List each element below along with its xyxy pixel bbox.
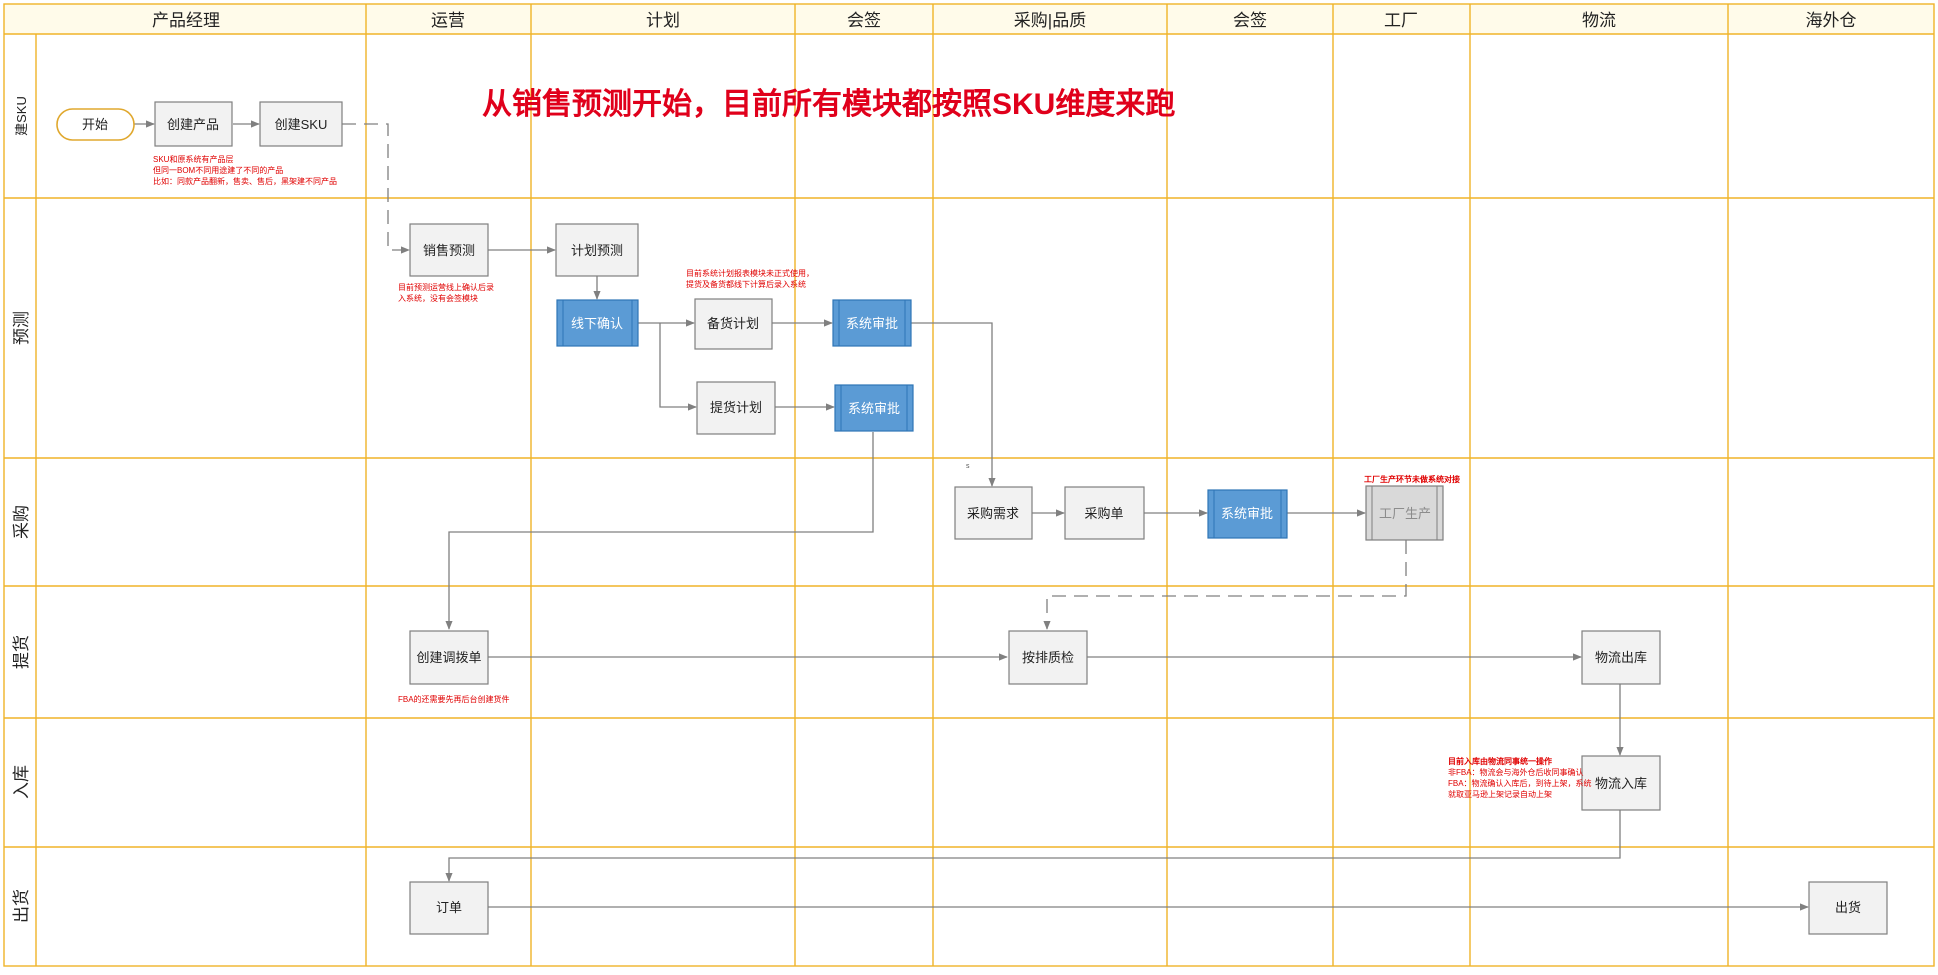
ship-node[interactable]: 出货: [1808, 881, 1888, 935]
sales-forecast-label: 销售预测: [423, 243, 475, 258]
column-header-overseas-warehouse: 海外仓: [1806, 11, 1857, 30]
diagram-title: 从销售预测开始，目前所有模块都按照SKU维度来跑: [482, 88, 1175, 121]
stock-plan-label: 备货计划: [707, 316, 759, 331]
column-header-bar: [4, 4, 1934, 34]
create-product-node[interactable]: 创建产品: [154, 101, 233, 147]
warehousing-note-line-3: FBA：物流确认入库后，到待上架，系统: [1448, 778, 1592, 788]
create-sku-label: 创建SKU: [275, 117, 328, 132]
column-header-logistics: 物流: [1582, 11, 1616, 30]
factory-production-node[interactable]: 工厂生产: [1365, 485, 1444, 541]
column-header-operations: 运营: [431, 11, 465, 30]
forecast-note-line-2: 入系统，没有会签模块: [398, 293, 478, 303]
lane-label-warehousing: 入库: [12, 765, 31, 799]
warehousing-note-line-4: 就取亚马逊上架记录自动上架: [1448, 789, 1552, 799]
ship-label: 出货: [1835, 900, 1861, 915]
factory-note: 工厂生产环节未做系统对接: [1364, 474, 1460, 484]
purchase-demand-node[interactable]: 采购需求: [954, 486, 1033, 540]
lane-label-shipping: 出货: [12, 889, 31, 923]
fba-note: FBA的还需要先再后台创建货件: [398, 694, 510, 704]
lane-label-pickup: 提货: [12, 635, 31, 669]
logistics-out-node[interactable]: 物流出库: [1581, 630, 1661, 685]
lane-label-purchasing: 采购: [12, 505, 31, 539]
approval-node-2[interactable]: 系统审批: [834, 384, 914, 432]
start-node-label: 开始: [82, 117, 108, 132]
sales-forecast-node[interactable]: 销售预测: [409, 223, 489, 277]
purchase-order-label: 采购单: [1084, 506, 1123, 521]
pickup-plan-label: 提货计划: [710, 400, 762, 415]
edge-approval-2-to-transfer-order: [445, 432, 874, 630]
plan-forecast-label: 计划预测: [571, 243, 623, 258]
warehousing-note-line-2: 非FBA：物流会与海外仓后收同事确认: [1448, 767, 1584, 777]
column-header-planning: 计划: [646, 11, 680, 30]
order-label: 订单: [436, 900, 462, 915]
approval-node-1[interactable]: 系统审批: [832, 299, 912, 347]
sku-note-line-1: SKU和原系统有产品层: [153, 154, 233, 164]
purchase-demand-label: 采购需求: [967, 506, 1019, 521]
quality-check-label: 按排质检: [1022, 650, 1074, 665]
approval-3-label: 系统审批: [1221, 506, 1273, 521]
sku-note-line-3: 比如：同款产品翻新，售卖、售后，黑架建不同产品: [153, 176, 337, 186]
stock-plan-node[interactable]: 备货计划: [694, 298, 773, 350]
approval-node-3[interactable]: 系统审批: [1207, 489, 1288, 539]
start-node[interactable]: 开始: [56, 108, 135, 141]
column-header-countersign: 会签: [847, 11, 881, 30]
column-header-countersign-2: 会签: [1233, 11, 1267, 30]
transfer-order-label: 创建调拨单: [416, 650, 481, 665]
logistics-in-node[interactable]: 物流入库: [1581, 755, 1661, 811]
forecast-note-line-1: 目前预测运营线上确认后录: [398, 282, 494, 292]
approval-2-label: 系统审批: [848, 401, 900, 416]
order-node[interactable]: 订单: [409, 881, 489, 935]
pickup-plan-node[interactable]: 提货计划: [696, 381, 776, 435]
transfer-order-node[interactable]: 创建调拨单: [409, 630, 489, 685]
stray-mark: s: [966, 463, 970, 470]
plan-note-line-1: 目前系统计划报表模块未正式使用，: [686, 268, 814, 278]
column-header-factory: 工厂: [1384, 11, 1418, 30]
offline-confirm-node[interactable]: 线下确认: [556, 299, 639, 347]
edge-logistics-in-to-order: [445, 810, 1621, 882]
edge-offline-confirm-to-pickup-plan: [659, 323, 697, 411]
connector-lines: [134, 120, 1809, 911]
column-header-product-manager: 产品经理: [152, 11, 220, 30]
grid-lines: [3, 3, 1935, 967]
column-header-purchasing-quality: 采购|品质: [1014, 11, 1086, 30]
factory-production-label: 工厂生产: [1379, 506, 1431, 521]
plan-note-line-2: 提货及备货都线下计算后录入系统: [686, 279, 806, 289]
lane-label-forecast: 预测: [12, 311, 31, 345]
edge-create-sku-to-sales-forecast: [342, 123, 410, 254]
create-sku-node[interactable]: 创建SKU: [259, 101, 343, 147]
lane-label-create-sku: 建SKU: [14, 96, 29, 136]
warehousing-note-line-1: 目前入库由物流同事统一操作: [1448, 756, 1552, 766]
plan-forecast-node[interactable]: 计划预测: [555, 223, 639, 277]
logistics-in-label: 物流入库: [1595, 776, 1647, 791]
logistics-out-label: 物流出库: [1595, 650, 1647, 665]
create-product-label: 创建产品: [167, 117, 219, 132]
edge-approval-1-to-purchase-demand: [911, 322, 996, 487]
offline-confirm-label: 线下确认: [571, 316, 623, 331]
quality-check-node[interactable]: 按排质检: [1008, 630, 1088, 685]
edge-factory-production-to-quality-check: [1043, 540, 1407, 630]
sku-note-line-2: 但同一BOM不同用途建了不同的产品: [153, 165, 283, 175]
approval-1-label: 系统审批: [846, 316, 898, 331]
purchase-order-node[interactable]: 采购单: [1064, 486, 1145, 540]
